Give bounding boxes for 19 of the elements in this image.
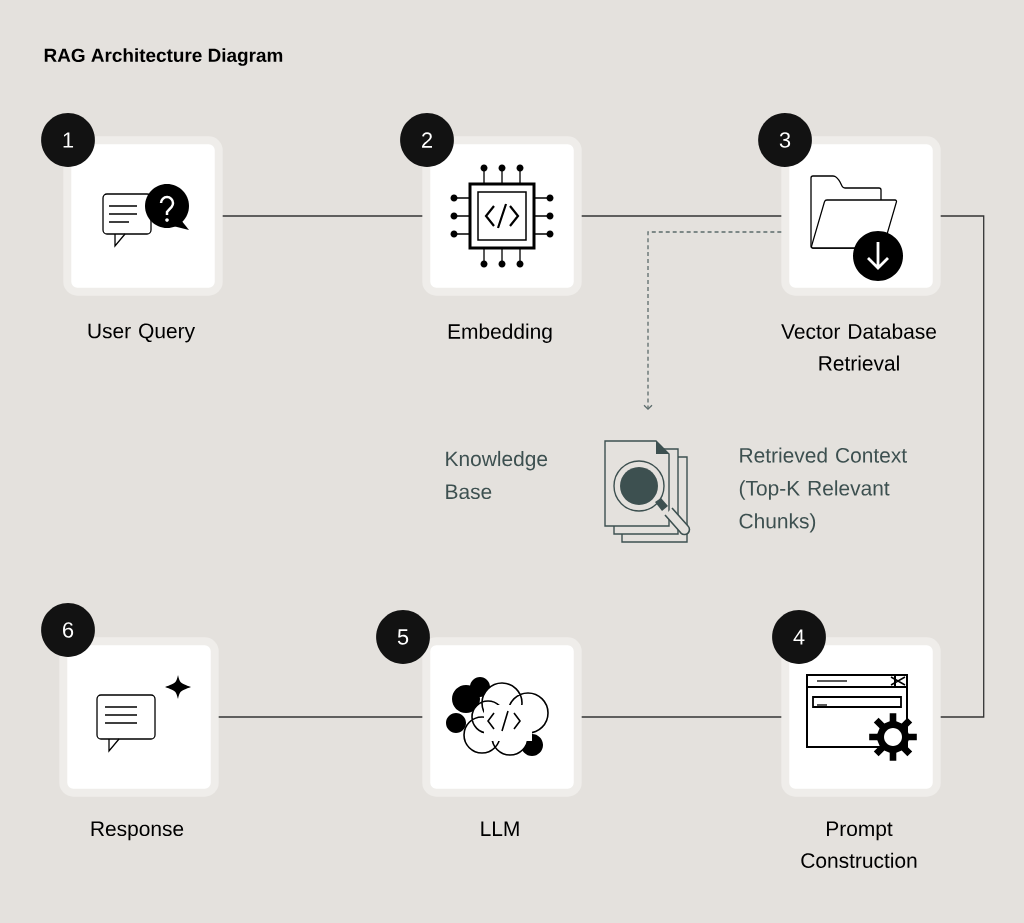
step-number: 1 [41,113,95,167]
connector [581,215,782,217]
title: RAG Architecture Diagram [44,48,283,66]
side-note: Retrieved Context (Top-K Relevant Chunks) [739,447,907,533]
connector [940,215,985,718]
connector [222,215,423,217]
step-number: 5 [376,610,430,664]
connector [581,716,782,718]
step-number: 6 [41,603,95,657]
step-label: LLM [481,821,519,836]
step-label: User Query [88,323,195,343]
step-label: Prompt Construction [801,821,917,868]
step-label: Response [91,821,184,841]
side-note: Knowledge Base [446,450,548,500]
connector [643,231,782,411]
step-label: Embedding [448,323,552,343]
connector [218,716,423,718]
step-label: Vector Database Retrieval [781,323,936,371]
step-number: 2 [400,113,454,167]
